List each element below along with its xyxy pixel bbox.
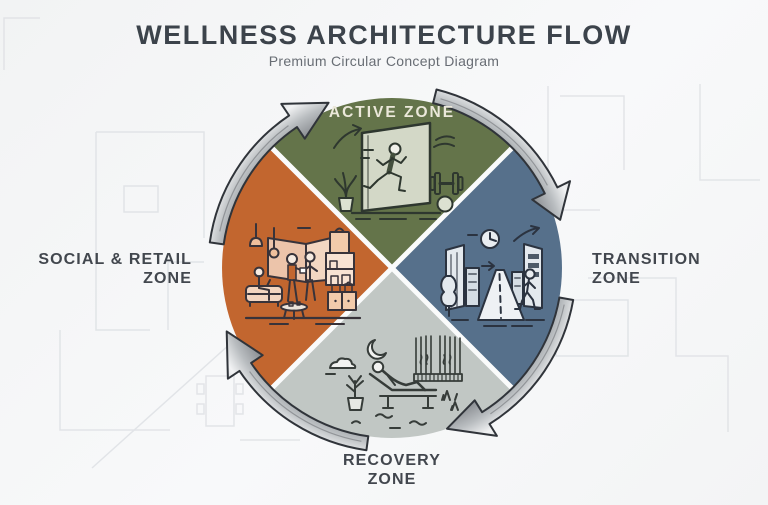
flow-arrow-top-left [208, 101, 330, 246]
flow-arrow-bottom-right [446, 296, 575, 437]
social-retail-zone-label-line2: ZONE [143, 270, 192, 287]
flow-arrow-bottom-left [225, 330, 370, 452]
recovery-zone-label-line2: ZONE [367, 471, 417, 488]
recovery-zone-label: RECOVERY ZONE [292, 451, 492, 489]
transition-zone-label: TRANSITION ZONE [592, 250, 742, 288]
recovery-zone-label-line1: RECOVERY [342, 452, 441, 469]
transition-zone-label-line2: ZONE [592, 270, 641, 287]
social-retail-zone-label-line1: SOCIAL & RETAIL [38, 251, 192, 268]
treadmill-runner-icon [333, 121, 464, 220]
flow-arrows [208, 88, 575, 452]
page-subtitle: Premium Circular Concept Diagram [268, 53, 500, 69]
sun-lounger-relax-icon [325, 335, 463, 429]
page-title: WELLNESS ARCHITECTURE FLOW [136, 20, 632, 50]
lounge-retail-people-icon [244, 223, 362, 325]
active-zone-label: ACTIVE ZONE [328, 104, 456, 121]
flow-arrow-top-right [432, 88, 571, 221]
quadrant-recovery-zone [271, 268, 513, 438]
transition-zone-label-line1: TRANSITION [592, 251, 701, 268]
city-walkway-clock-icon [440, 225, 545, 327]
social-retail-zone-label: SOCIAL & RETAIL ZONE [30, 250, 192, 288]
blueprint-background [3, 17, 760, 469]
quadrant-divider [270, 146, 514, 390]
